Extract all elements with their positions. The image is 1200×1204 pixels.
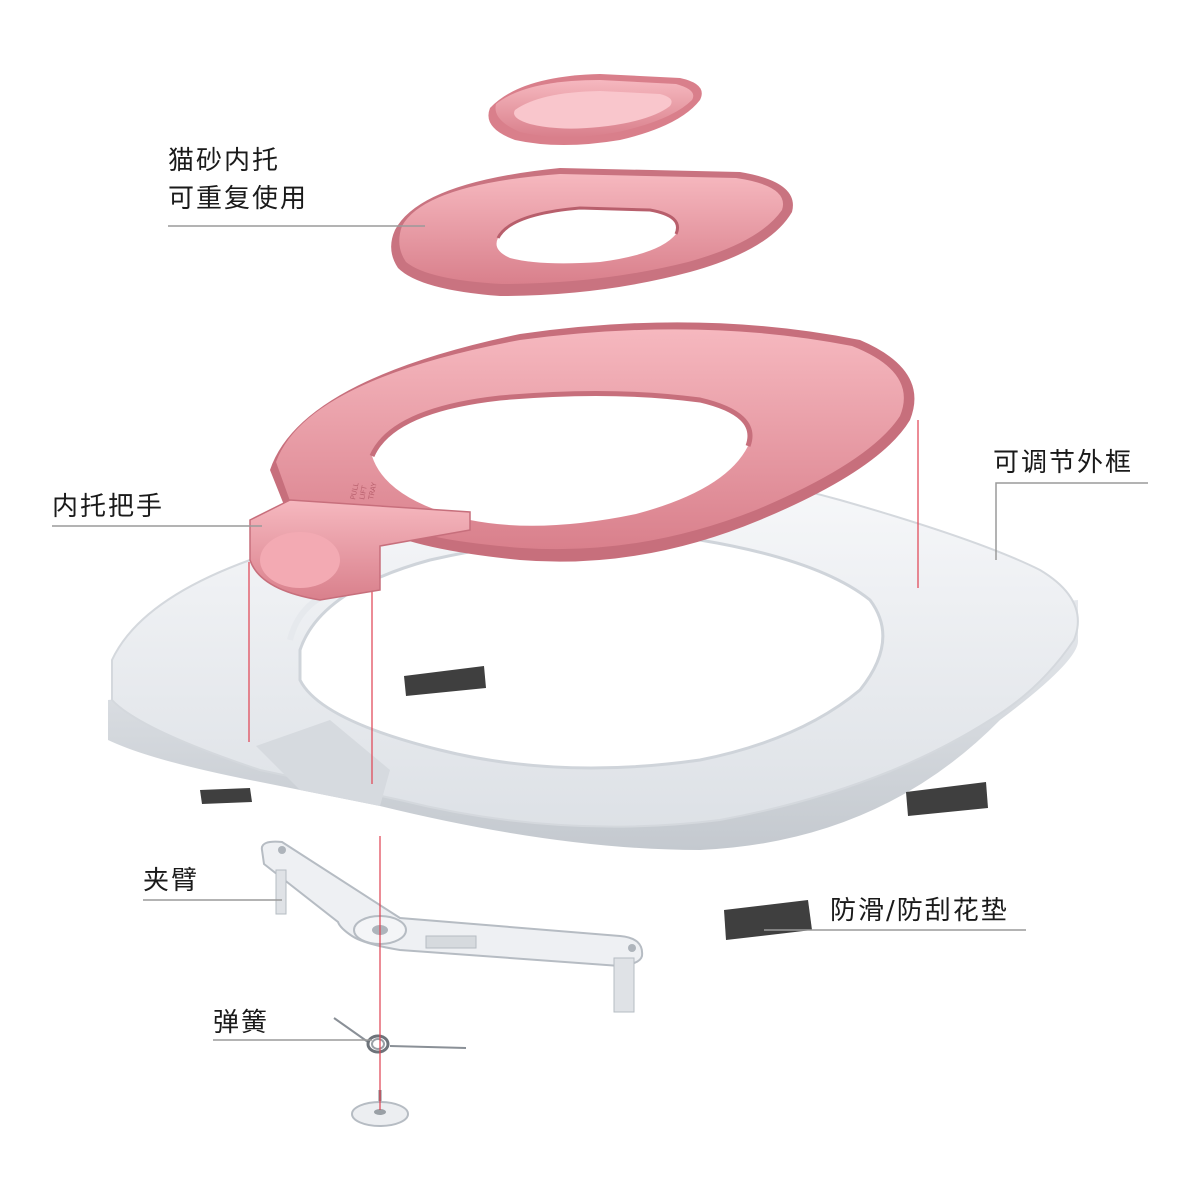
large-pink-tray (249, 322, 915, 601)
inner-tray-reusable (391, 168, 793, 296)
leader-lines (52, 225, 1148, 1041)
label-tray-handle: 内托把手 (52, 492, 165, 522)
label-spring: 弹簧 (213, 1008, 270, 1038)
label-inner-tray-line2: 可重复使用 (168, 184, 309, 214)
label-inner-tray: 猫砂内托 可重复使用 (168, 142, 308, 218)
pad-2 (200, 788, 252, 804)
spring (333, 1017, 467, 1054)
pad-3 (906, 782, 988, 816)
label-anti-slip-pads: 防滑/防刮花垫 (830, 896, 1009, 926)
label-outer-frame: 可调节外框 (993, 448, 1134, 478)
clip-arm (260, 840, 644, 1013)
engraving-line-3: TRAY (367, 481, 379, 501)
engraving-line-1: PULL (349, 482, 360, 501)
engraving-line-2: LIFT (358, 484, 369, 500)
pad-1 (404, 666, 486, 696)
handle-engraving: PULL LIFT TRAY (349, 481, 379, 501)
label-inner-tray-line1: 猫砂内托 (168, 146, 281, 176)
assembly-guide-lines (248, 420, 919, 1110)
label-clip-arm: 夹臂 (143, 866, 200, 896)
pad-4 (724, 900, 812, 940)
small-pink-tray (488, 74, 702, 145)
